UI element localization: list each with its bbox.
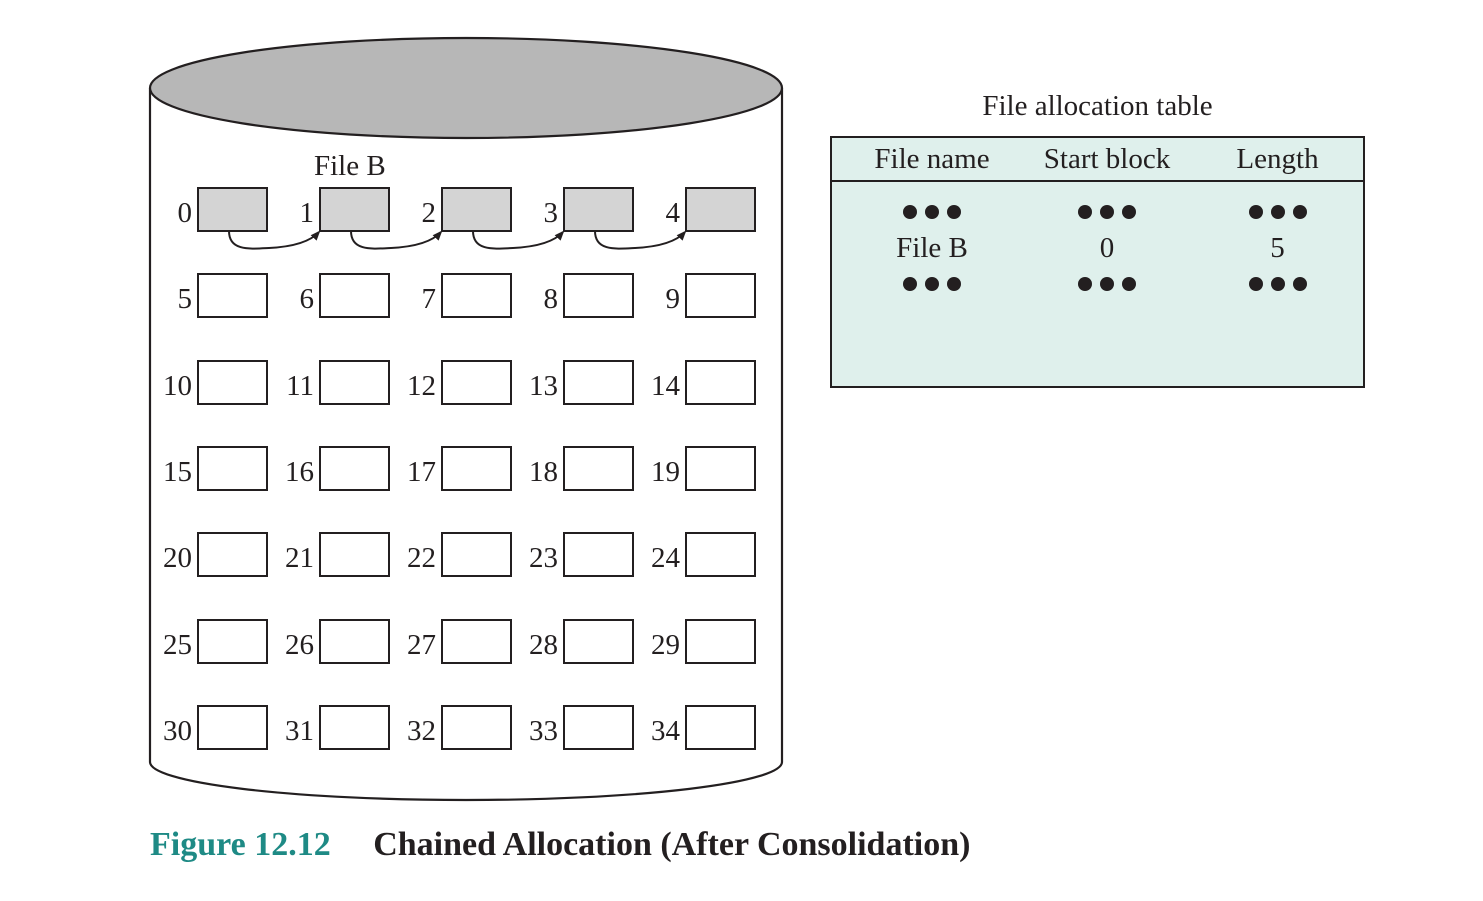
block-number-label: 18 [529,456,558,488]
block-number-label: 0 [178,197,193,229]
fat-cell-start-block: 0 [1099,232,1115,264]
disk-block-26 [319,619,390,664]
disk-block-5 [197,273,268,318]
block-number-label: 15 [163,456,192,488]
ellipsis-icon [1022,269,1192,291]
figure-number: Figure 12.12 [150,826,331,863]
fat-header-start-block: Start block [1043,143,1171,175]
disk-block-19 [685,446,756,491]
block-number-label: 27 [407,629,436,661]
block-number-label: 22 [407,542,436,574]
block-number-label: 1 [300,197,315,229]
disk-block-2 [441,187,512,232]
fat-header-row: File name Start block Length [832,138,1363,182]
block-number-label: 24 [651,542,681,574]
block-number-label: 30 [163,715,192,747]
ellipsis-icon [1192,197,1363,219]
block-number-label: 21 [285,542,314,574]
chain-pointer-arrow [472,230,565,250]
block-number-label: 26 [285,629,314,661]
chain-pointer-arrow [228,230,321,250]
disk-block-21 [319,532,390,577]
disk-block-24 [685,532,756,577]
disk-block-34 [685,705,756,750]
chain-pointer-arrow [594,230,687,250]
ellipsis-icon [1192,269,1363,291]
disk-block-8 [563,273,634,318]
block-number-label: 7 [422,283,437,315]
block-number-label: 13 [529,370,558,402]
block-number-label: 25 [163,629,192,661]
chain-pointer-arrow [350,230,443,250]
disk-block-20 [197,532,268,577]
disk-block-3 [563,187,634,232]
ellipsis-icon [1022,197,1192,219]
file-b-label: File B [314,150,386,182]
block-number-label: 4 [666,197,681,229]
block-number-label: 32 [407,715,436,747]
block-number-label: 14 [651,370,681,402]
disk-block-31 [319,705,390,750]
fat-cell-file-name: File B [896,232,968,264]
disk-block-30 [197,705,268,750]
fat-title: File allocation table [982,90,1213,122]
block-number-label: 33 [529,715,558,747]
fat-header-file-name: File name [874,143,990,175]
disk-block-29 [685,619,756,664]
disk-block-7 [441,273,512,318]
disk-block-28 [563,619,634,664]
block-number-label: 10 [163,370,192,402]
block-number-label: 29 [651,629,680,661]
fat-header-length: Length [1236,143,1319,175]
disk-block-22 [441,532,512,577]
file-allocation-table: File name Start block Length File B 0 5 [830,136,1365,388]
disk-block-4 [685,187,756,232]
block-number-label: 2 [422,197,437,229]
block-number-label: 34 [651,715,681,747]
disk-block-9 [685,273,756,318]
disk-block-23 [563,532,634,577]
disk-block-1 [319,187,390,232]
disk-block-32 [441,705,512,750]
fat-cell-length: 5 [1270,232,1285,264]
block-number-label: 16 [285,456,314,488]
disk-block-25 [197,619,268,664]
block-number-label: 12 [407,370,436,402]
disk-block-0 [197,187,268,232]
disk-block-13 [563,360,634,405]
disk-block-18 [563,446,634,491]
disk-top [148,36,784,140]
block-number-label: 5 [178,283,193,315]
disk-block-15 [197,446,268,491]
disk-block-33 [563,705,634,750]
disk-block-10 [197,360,268,405]
block-number-label: 6 [300,283,315,315]
disk-block-11 [319,360,390,405]
block-number-label: 8 [544,283,559,315]
ellipsis-icon [842,197,1022,219]
block-number-label: 17 [407,456,436,488]
block-number-label: 31 [285,715,314,747]
block-number-label: 19 [651,456,680,488]
block-number-label: 3 [544,197,559,229]
disk-block-17 [441,446,512,491]
block-number-label: 20 [163,542,192,574]
block-number-label: 23 [529,542,558,574]
disk-block-6 [319,273,390,318]
figure-caption: Figure 12.12 Chained Allocation (After C… [150,826,970,864]
disk-block-14 [685,360,756,405]
disk-block-16 [319,446,390,491]
block-number-label: 9 [666,283,681,315]
disk-block-27 [441,619,512,664]
block-number-label: 28 [529,629,558,661]
block-number-label: 11 [286,370,314,402]
figure-title: Chained Allocation (After Consolidation) [373,826,971,863]
disk-block-12 [441,360,512,405]
ellipsis-icon [842,269,1022,291]
